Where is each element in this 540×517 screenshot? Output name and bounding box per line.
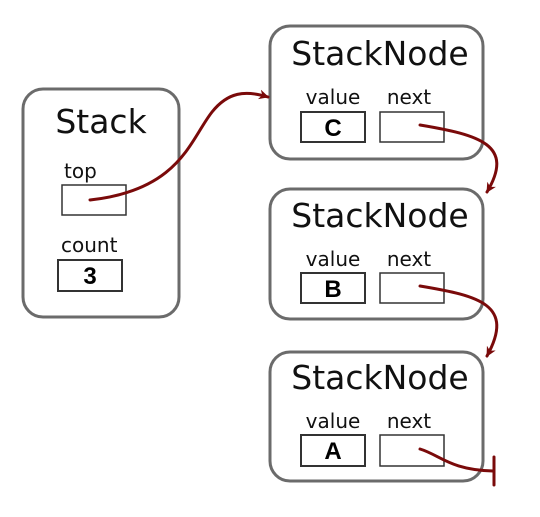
value-label: value [306,85,361,109]
value-cell [300,272,366,304]
next-label: next [387,85,431,109]
node-value: C [324,115,341,142]
stack-node-title: StackNode [291,358,469,397]
stack-node-b: StackNode value next B [268,187,485,321]
top-label: top [64,159,97,183]
null-pointer-line [418,447,495,473]
node-value: A [324,438,341,465]
next-pointer-arrow-c-to-b [418,123,499,194]
count-label: count [61,233,118,257]
next-pointer-arrow-b-to-a [418,284,499,358]
stack-title: Stack [55,102,147,141]
value-cell [300,111,366,143]
stack-node-c: StackNode value next C [268,24,485,161]
next-label: next [387,247,431,271]
value-label: value [306,409,361,433]
stack-node-title: StackNode [291,34,469,73]
count-value: 3 [83,263,96,290]
top-pointer-arrow [88,89,270,202]
node-value: B [324,276,341,303]
next-label: next [387,409,431,433]
next-pointer-cell [379,434,445,467]
value-label: value [306,247,361,271]
value-cell [300,434,366,467]
stack-node-a: StackNode value next A [268,350,485,483]
count-cell [57,259,123,292]
stack-box: Stack top count 3 [21,87,181,319]
stack-node-title: StackNode [291,196,469,235]
